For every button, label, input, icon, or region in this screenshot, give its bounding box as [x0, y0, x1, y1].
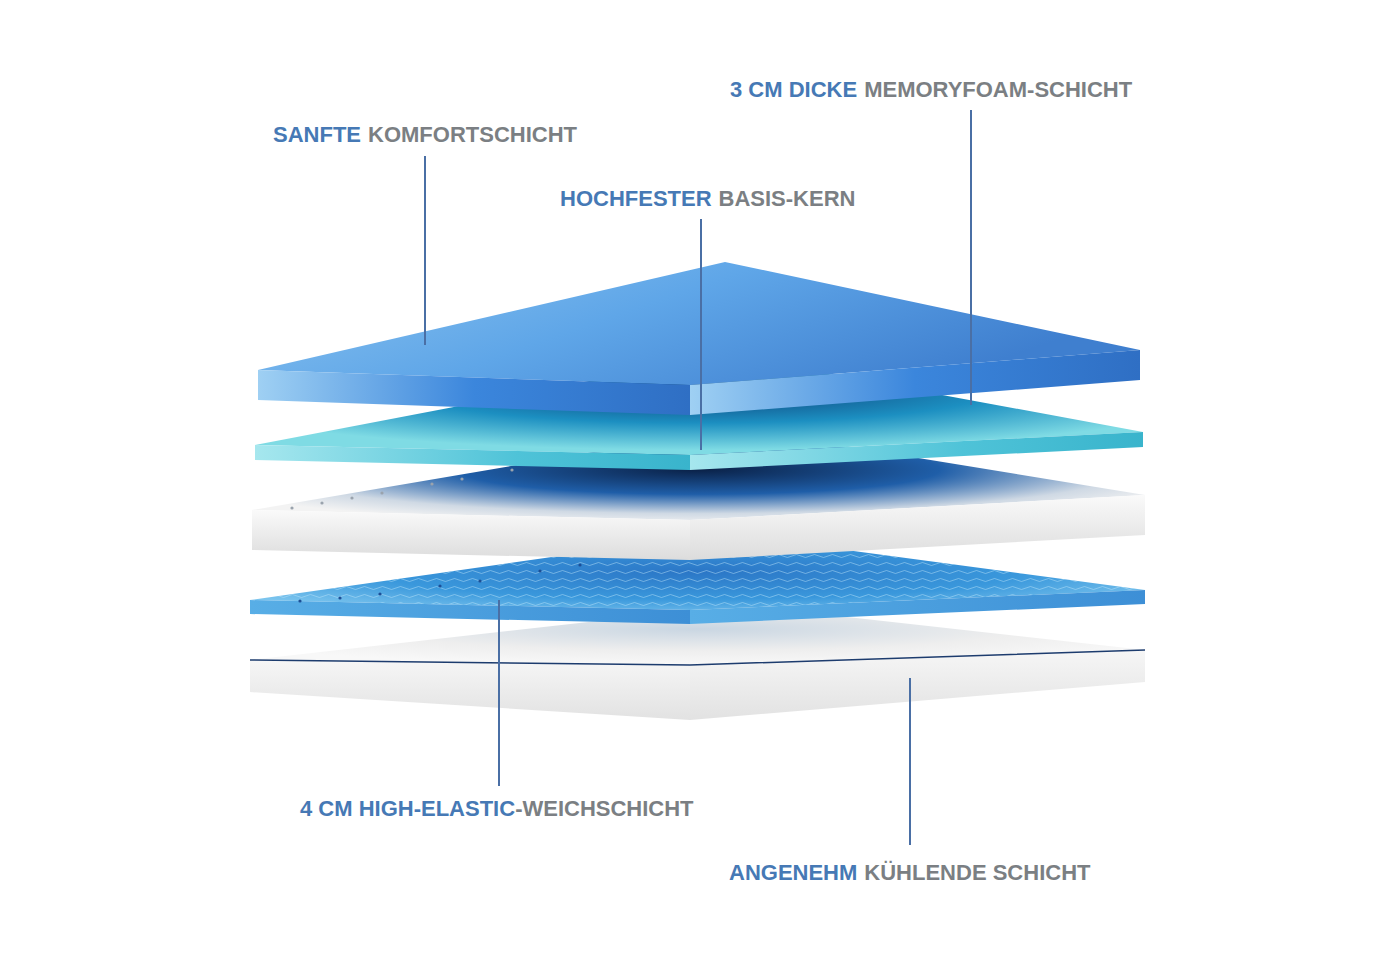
layer-label: 3 CM DICKE MEMORYFOAM-SCHICHT — [730, 77, 1132, 103]
layer-label: 4 CM HIGH-ELASTIC-WEICHSCHICHT — [300, 796, 694, 822]
layer-label: HOCHFESTER BASIS-KERN — [560, 186, 855, 212]
label-highlight: ANGENEHM — [729, 860, 857, 885]
leader-line — [970, 110, 972, 405]
label-highlight: SANFTE — [273, 122, 361, 147]
leader-line — [424, 156, 426, 345]
label-text: MEMORYFOAM-SCHICHT — [864, 77, 1132, 102]
label-text: KÜHLENDE SCHICHT — [864, 860, 1090, 885]
layer-label: ANGENEHM KÜHLENDE SCHICHT — [729, 860, 1090, 886]
label-text: BASIS-KERN — [719, 186, 856, 211]
label-text: KOMFORTSCHICHT — [368, 122, 577, 147]
comfort-layer — [258, 262, 1140, 415]
leader-lines — [425, 110, 971, 845]
label-text: -WEICHSCHICHT — [515, 796, 693, 821]
leader-line — [700, 219, 702, 450]
layer-label: SANFTE KOMFORTSCHICHT — [273, 122, 577, 148]
leader-line — [909, 678, 911, 845]
label-highlight: 4 CM HIGH-ELASTIC — [300, 796, 515, 821]
leader-line — [498, 600, 500, 786]
label-highlight: 3 CM DICKE — [730, 77, 857, 102]
label-highlight: HOCHFESTER — [560, 186, 712, 211]
